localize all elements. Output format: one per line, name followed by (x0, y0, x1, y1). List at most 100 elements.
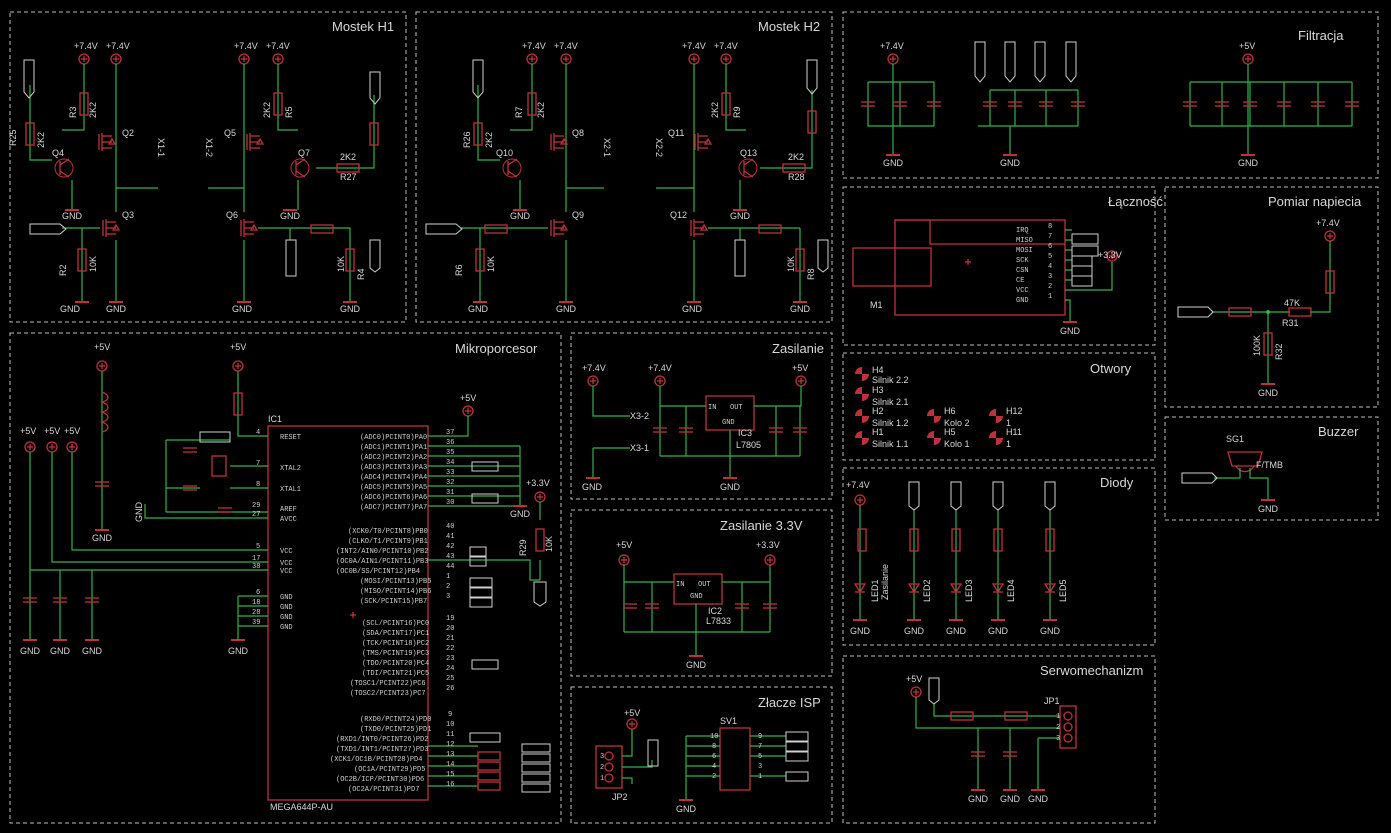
serwo-circuit (910, 677, 1077, 791)
frame-isp (570, 686, 833, 824)
net-label: GND (510, 509, 531, 519)
mcu-pin-label: (OC0A/AIN1/PCINT11)PB3 (336, 558, 428, 566)
jp1-pin-num: 2 (1056, 724, 1060, 732)
net-label: +7.4V (266, 41, 290, 51)
rf-pin-miso: MISO (1016, 237, 1033, 245)
mcu-pin-num: 29 (252, 502, 260, 510)
h2-r26: R26 (462, 131, 472, 148)
net-label: +7.4V (714, 41, 738, 51)
net-label: GND (340, 304, 361, 314)
h1-r27-value: 2K2 (340, 152, 356, 162)
rf-pin-irq: IRQ (1016, 227, 1029, 235)
mcu-pin-num: 6 (256, 589, 260, 597)
h1-r27: R27 (340, 172, 357, 182)
isp-sv1: SV1 (720, 716, 737, 726)
mcu-part: MEGA644P-AU (270, 802, 333, 812)
h2-r7: R7 (514, 106, 524, 118)
pomiar-r31: R31 (1282, 318, 1299, 328)
mcu-pin-num: 22 (446, 645, 454, 653)
mcu-pin-num: 20 (446, 625, 454, 633)
diody-led4: LED4 (1006, 579, 1016, 602)
mcu-pin-num: 2 (446, 583, 450, 591)
net-label: GND (850, 626, 871, 636)
mcu-pin-num: 3 (446, 593, 450, 601)
otwory-labels: H4 Silnik 2.2 H3 Silnik 2.1 H2 Silnik 1.… (872, 365, 1023, 449)
mcu-pin-label: (XCK0/T0/PCINT8)PB0 (348, 528, 428, 536)
jp1-body (1059, 705, 1077, 749)
mcu-pin-label: (OC2B/ICP/PCINT30)PD6 (336, 776, 424, 784)
net-label: GND (720, 482, 741, 492)
ic3-pin-out: OUT (730, 404, 743, 412)
isp-pin-num: 10 (710, 733, 718, 741)
mcu-pin-label: (ADC2)PCINT2)PA2 (360, 454, 427, 462)
h1-r3-value: 2K2 (88, 102, 98, 118)
mcu-pin-num: 31 (446, 489, 454, 497)
h1-r4-value: 10K (336, 256, 346, 272)
mcu-pin-num: 28 (252, 609, 260, 617)
h2-r9-value: 2K2 (710, 102, 720, 118)
mcu-pin-num: 34 (446, 459, 454, 467)
mcu-pin-label: XTAL2 (280, 465, 301, 473)
net-label: GND (790, 304, 811, 314)
lacznosc-circuit (852, 219, 1118, 323)
ic3-pin-in: IN (708, 404, 716, 412)
zasilanie-circuit (585, 375, 808, 479)
rf-pin-num: 3 (1048, 273, 1052, 281)
hole-label: Silnik 1.1 (872, 439, 909, 449)
hole-label: Kolo 1 (944, 439, 970, 449)
mcu-pin-num: 32 (446, 479, 454, 487)
net-label: +3.3V (756, 540, 780, 550)
mcu-r29: R29 (518, 539, 528, 556)
net-label: +7.4V (554, 41, 578, 51)
jp2-pin-num: 3 (600, 753, 604, 761)
title-filtracja: Filtracja (1298, 28, 1344, 43)
net-label: GND (228, 646, 249, 656)
isp-pin-num: 5 (758, 753, 762, 761)
h1-x11: X1-1 (156, 138, 166, 157)
net-label: GND (280, 211, 301, 221)
mcu-pin-num: 39 (252, 619, 260, 627)
frame-filtracja (842, 11, 1379, 179)
rf-pin-num: 6 (1048, 243, 1052, 251)
net-label: GND (50, 646, 71, 656)
rf-pin-num: 2 (1048, 283, 1052, 291)
title-diody: Diody (1100, 475, 1134, 490)
mcu-left-pins: RESET XTAL2 XTAL1 AREF AVCC VCC VCC VCC … (252, 429, 301, 632)
mcu-pin-label: (MOSI/PCINT13)PB5 (360, 578, 431, 586)
isp-pin-num: 6 (712, 753, 716, 761)
net-label: +7.4V (522, 41, 546, 51)
zasilanie-ic3: IC3 (738, 428, 752, 438)
mcu-pin-label: (TDO/PCINT20)PC4 (362, 660, 429, 668)
title-zasilanie: Zasilanie (772, 341, 824, 356)
rf-pin-sck: SCK (1016, 257, 1029, 265)
h2-q8: Q8 (572, 128, 584, 138)
h1-x12: X1-2 (204, 138, 214, 157)
mostek-h2-circuit (425, 53, 829, 303)
pomiar-circuit (1177, 230, 1336, 385)
h2-r7-value: 2K2 (536, 102, 546, 118)
h2-r6-value: 10K (486, 256, 496, 272)
hole-id: H6 (944, 406, 956, 416)
h1-q7: Q7 (298, 148, 310, 158)
diody-circuit (852, 481, 1058, 621)
hole-label: Kolo 2 (944, 418, 970, 428)
isp-pin-num: 7 (758, 743, 762, 751)
h2-r6: R6 (454, 264, 464, 276)
frame-zasilanie (570, 332, 833, 500)
net-label: +5V (94, 342, 110, 352)
isp-circuit (595, 718, 809, 801)
zasilanie33-ic2: IC2 (708, 606, 722, 616)
mcu-pin-num: 18 (252, 599, 260, 607)
title-mikroprocesor: Mikroporcesor (455, 341, 538, 356)
frame-buzzer (1164, 416, 1379, 521)
rf-module (894, 219, 1066, 316)
h2-q11: Q11 (668, 128, 684, 138)
mcu-pin-label: (TXD1/INT1/PCINT27)PD3 (336, 746, 428, 754)
net-label: GND (232, 304, 253, 314)
net-label: +7.4V (880, 41, 904, 51)
net-label: GND (92, 533, 113, 543)
jp1-pin-num: 3 (1056, 735, 1060, 743)
buzzer-sg1: SG1 (1226, 434, 1244, 444)
mcu-pin-num: 19 (446, 615, 454, 623)
